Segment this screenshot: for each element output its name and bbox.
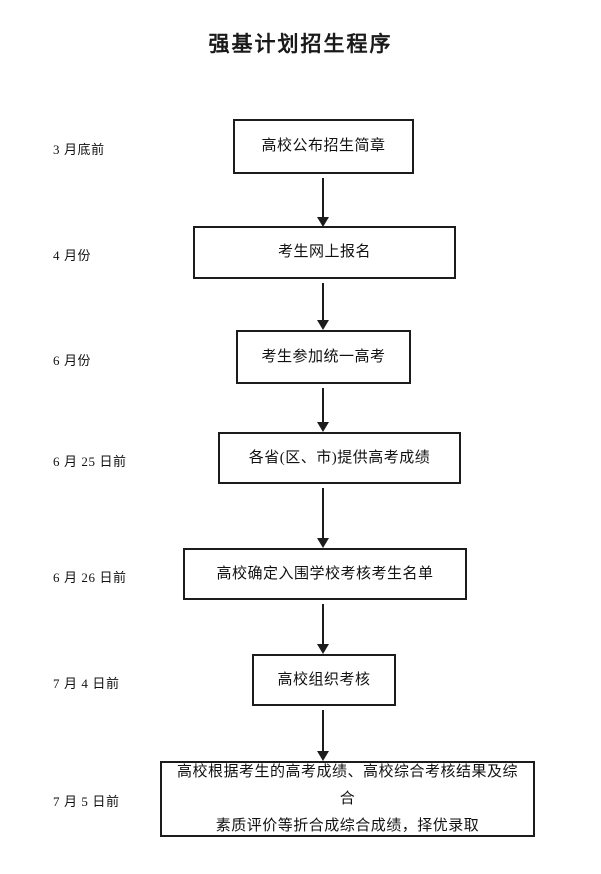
flow-node-step-6[interactable]: 高校组织考核 xyxy=(252,654,396,706)
flow-arrow-5-to-6 xyxy=(317,604,329,654)
flow-node-step-1[interactable]: 高校公布招生简章 xyxy=(233,119,414,174)
flow-node-step-4[interactable]: 各省(区、市)提供高考成绩 xyxy=(218,432,461,484)
flow-node-text-5: 高校确定入围学校考核考生名单 xyxy=(216,565,434,582)
flow-arrow-2-to-3 xyxy=(317,283,329,330)
flow-node-text-3: 考生参加统一高考 xyxy=(261,348,386,365)
stage-time-label-5: 6 月 26 日前 xyxy=(53,570,127,585)
flow-node-text-6: 高校组织考核 xyxy=(277,671,371,688)
flow-arrow-4-to-5 xyxy=(317,488,329,548)
flow-arrow-6-to-7 xyxy=(317,710,329,761)
flow-node-step-2[interactable]: 考生网上报名 xyxy=(193,226,456,279)
stage-time-label-7: 7 月 5 日前 xyxy=(53,794,120,809)
flow-node-text-2: 考生网上报名 xyxy=(277,244,371,260)
flow-node-text-1: 高校公布招生简章 xyxy=(261,138,386,154)
stage-time-label-4: 6 月 25 日前 xyxy=(53,454,127,469)
flow-arrow-1-to-2 xyxy=(317,178,329,227)
flow-node-step-3[interactable]: 考生参加统一高考 xyxy=(236,330,411,384)
page-title: 强基计划招生程序 xyxy=(208,32,393,56)
stage-time-label-6: 7 月 4 日前 xyxy=(53,676,120,691)
flow-node-text-7: 高校根据考生的高考成绩、高校综合考核结果及综合 素质评价等折合成综合成绩，择优录… xyxy=(176,763,518,834)
stage-time-label-2: 4 月份 xyxy=(53,248,92,263)
stage-time-label-3: 6 月份 xyxy=(53,353,92,368)
flow-node-step-5[interactable]: 高校确定入围学校考核考生名单 xyxy=(183,548,467,600)
stage-time-label-1: 3 月底前 xyxy=(53,142,105,157)
flow-node-step-7[interactable]: 高校根据考生的高考成绩、高校综合考核结果及综合 素质评价等折合成综合成绩，择优录… xyxy=(160,761,535,837)
flow-node-text-4: 各省(区、市)提供高考成绩 xyxy=(248,449,431,466)
flow-arrow-3-to-4 xyxy=(317,388,329,432)
